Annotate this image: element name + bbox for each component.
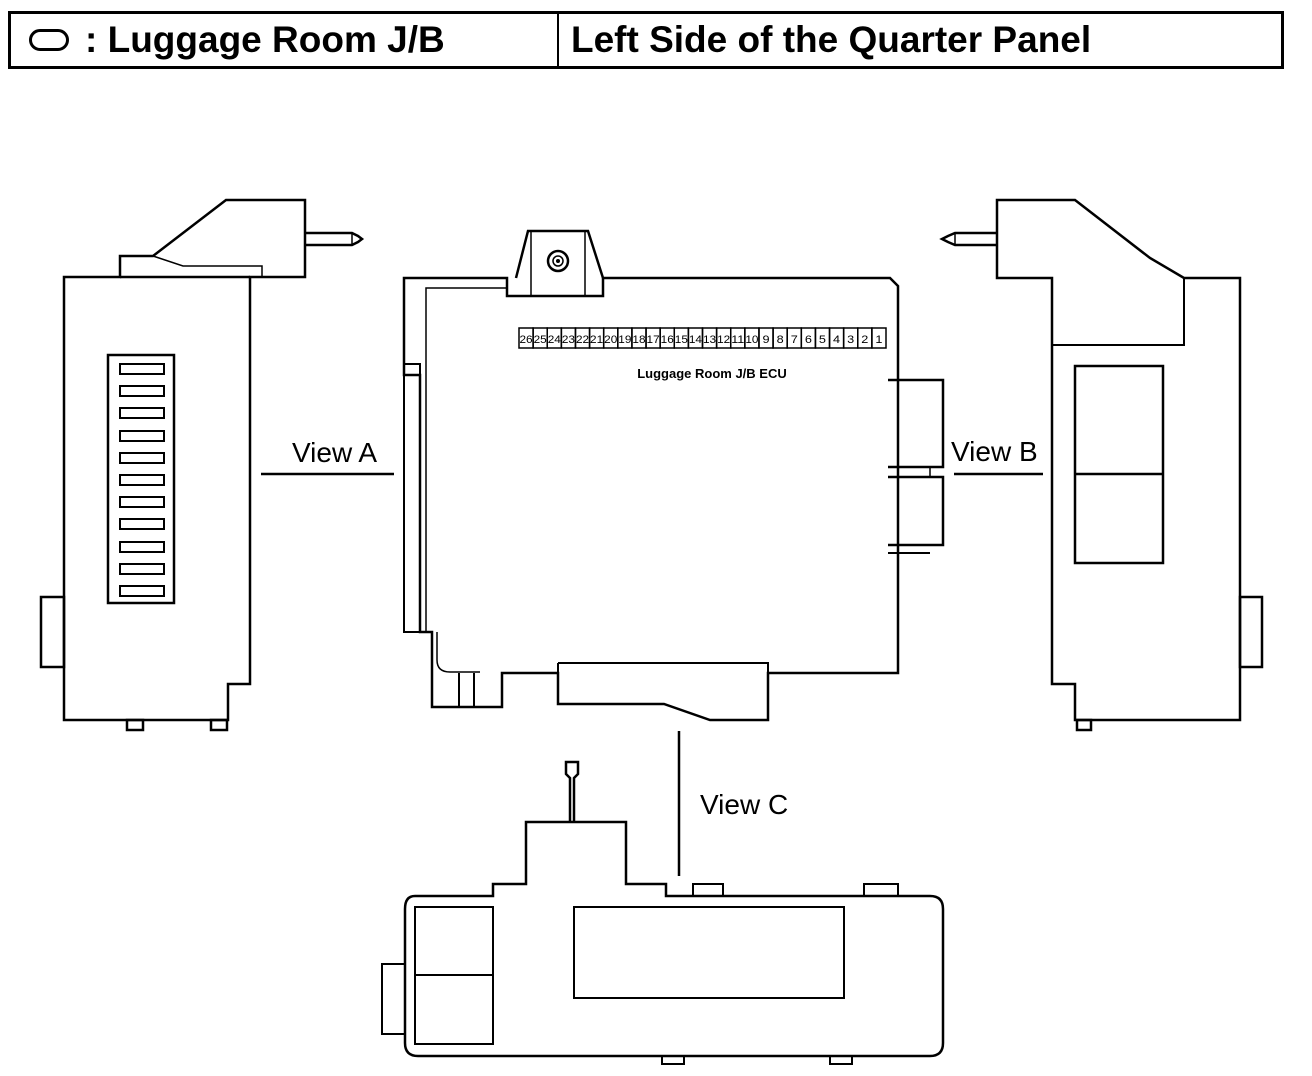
pin-number-15: 15 <box>675 334 688 346</box>
pin-number-26: 26 <box>520 334 533 346</box>
view-a-terminal-slots <box>119 363 165 597</box>
ecu-label: Luggage Room J/B ECU <box>637 366 787 381</box>
view-c-label: View C <box>700 789 788 820</box>
pin-number-22: 22 <box>576 334 589 346</box>
view-a-label: View A <box>292 437 377 468</box>
pin-number-2: 2 <box>861 334 868 346</box>
oval-icon <box>29 29 69 51</box>
header-title-cell: : Luggage Room J/B <box>11 14 559 66</box>
header-location: Left Side of the Quarter Panel <box>571 19 1092 60</box>
pin-number-7: 7 <box>791 334 798 346</box>
pin-number-9: 9 <box>762 334 769 346</box>
pin-number-18: 18 <box>632 334 645 346</box>
pin-number-1: 1 <box>875 334 882 346</box>
view-a-drawing <box>39 198 365 732</box>
pin-number-19: 19 <box>618 334 631 346</box>
pin-number-21: 21 <box>590 334 603 346</box>
pin-number-6: 6 <box>805 334 812 346</box>
pin-number-12: 12 <box>717 334 730 346</box>
view-b-drawing <box>939 198 1264 732</box>
header-title: : Luggage Room J/B <box>85 19 445 60</box>
pin-number-5: 5 <box>819 334 826 346</box>
pin-number-4: 4 <box>833 334 840 346</box>
pin-number-24: 24 <box>548 334 561 346</box>
pin-number-16: 16 <box>661 334 674 346</box>
pin-number-3: 3 <box>847 334 854 346</box>
pin-number-13: 13 <box>703 334 716 346</box>
pin-number-14: 14 <box>689 334 702 346</box>
view-c-drawing <box>381 760 945 1065</box>
pin-number-11: 11 <box>731 334 744 346</box>
pin-number-25: 25 <box>534 334 547 346</box>
pin-number-10: 10 <box>745 334 758 346</box>
pin-number-8: 8 <box>777 334 784 346</box>
pin-number-23: 23 <box>562 334 575 346</box>
header-bar: : Luggage Room J/B Left Side of the Quar… <box>8 11 1284 69</box>
header-location-cell: Left Side of the Quarter Panel <box>559 14 1281 66</box>
pin-cell-1 <box>871 327 887 349</box>
pin-number-20: 20 <box>604 334 617 346</box>
pin-number-17: 17 <box>647 334 660 346</box>
view-b-label: View B <box>951 436 1038 467</box>
